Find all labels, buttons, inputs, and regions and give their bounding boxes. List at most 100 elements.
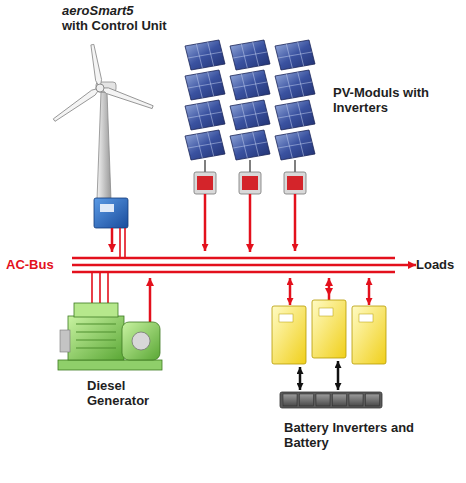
pv-cable [294, 160, 296, 172]
pv-panel [275, 100, 315, 130]
pv-panel [275, 130, 315, 160]
pv-cable [204, 160, 206, 172]
control-unit-display [100, 204, 114, 212]
alternator-cap [132, 332, 150, 350]
pv-grid [233, 142, 267, 148]
turbine-rotor [52, 44, 153, 122]
label-text: Diesel Generator [87, 378, 171, 408]
turbine-tower [97, 92, 111, 200]
battery-cell [316, 394, 330, 406]
label-text: Battery Inverters and Battery [284, 420, 418, 450]
wind-turbine-node: aeroSmart5with Control Unit [40, 0, 204, 232]
generator-frame [58, 360, 162, 370]
ac-bus-lines [72, 258, 395, 272]
pv-panel [230, 40, 270, 70]
pv-panel [185, 40, 225, 70]
inverter-display [359, 314, 373, 322]
pv-grid [188, 142, 222, 148]
engine-rib [76, 332, 116, 333]
control-unit [94, 198, 128, 228]
pv-grid [188, 112, 222, 118]
pv-inverter-front [242, 176, 258, 190]
power-flow-arrow [328, 278, 331, 296]
battery-cell [333, 394, 347, 406]
inverter-display [319, 308, 333, 316]
pv-panel [230, 130, 270, 160]
pv-grid [233, 82, 267, 88]
pv-grid [278, 112, 312, 118]
power-flow-arrow [149, 278, 152, 296]
ac-bus-node: AC-Bus [4, 252, 395, 278]
pv-grid [278, 142, 312, 148]
pv-inverter [239, 172, 261, 194]
battery-cell [283, 394, 297, 406]
diesel-node: Diesel Generator [55, 296, 185, 416]
battery-cell [349, 394, 363, 406]
turbine-hub [96, 84, 104, 92]
wire-arrow [289, 278, 292, 305]
engine-head [74, 303, 118, 317]
wire [328, 296, 331, 300]
turbine-blade [89, 44, 103, 88]
inverter-display [279, 314, 293, 322]
engine-block [68, 316, 124, 360]
pv-grid [278, 82, 312, 88]
battery-cell [300, 394, 314, 406]
bus-line [72, 271, 395, 274]
wind-turbine [52, 44, 153, 258]
pv-inverter [284, 172, 306, 194]
pv-grid [233, 112, 267, 118]
battery-cell [366, 394, 380, 406]
wire [99, 272, 101, 303]
battery-inverter [312, 300, 346, 358]
label-text: with Control Unit [62, 18, 202, 33]
battery [280, 392, 382, 408]
pv-inverter [194, 172, 216, 194]
pv-inverter-front [197, 176, 213, 190]
engine-rib [76, 348, 116, 349]
turbine-blade [52, 86, 101, 123]
pv-wires [205, 194, 295, 251]
turbine-blade [99, 85, 154, 110]
radiator [60, 330, 70, 352]
pv-node: PV-Moduls with Inverters [185, 35, 450, 200]
pv-panel [275, 40, 315, 70]
pv-grid [188, 82, 222, 88]
dc-arrow [337, 361, 340, 390]
wire-arrow [294, 194, 297, 251]
wire [111, 228, 114, 232]
diesel-generator [58, 272, 162, 370]
label-text: AC-Bus [6, 257, 70, 272]
pv-panel [230, 70, 270, 100]
wire [149, 296, 152, 322]
pv-panel [275, 70, 315, 100]
pv-array [185, 40, 315, 194]
wire-arrow [368, 278, 371, 305]
battery-inverter [352, 306, 386, 364]
wire [119, 228, 121, 258]
wire [124, 228, 126, 258]
bus-line [72, 257, 395, 260]
pv-panel [185, 70, 225, 100]
engine-rib [76, 324, 116, 325]
pv-cable [249, 160, 251, 172]
pv-panel [230, 100, 270, 130]
battery-bank [280, 392, 382, 408]
alternator [122, 322, 160, 360]
bus-line [72, 264, 395, 267]
dc-arrow [299, 367, 302, 390]
wire [107, 272, 109, 303]
power-flow-arrow [395, 264, 416, 267]
battery-inverter [272, 306, 306, 364]
label-text: Loads [416, 257, 462, 272]
engine-rib [76, 340, 116, 341]
pv-inverter-front [287, 176, 303, 190]
wire-arrow [204, 194, 207, 251]
wire [91, 272, 93, 303]
label-text: PV-Moduls with Inverters [333, 85, 445, 115]
loads-node: Loads [416, 256, 464, 274]
pv-grid [233, 52, 267, 58]
power-flow-arrow [249, 200, 252, 252]
battery-node: Battery Inverters and Battery [262, 296, 452, 466]
